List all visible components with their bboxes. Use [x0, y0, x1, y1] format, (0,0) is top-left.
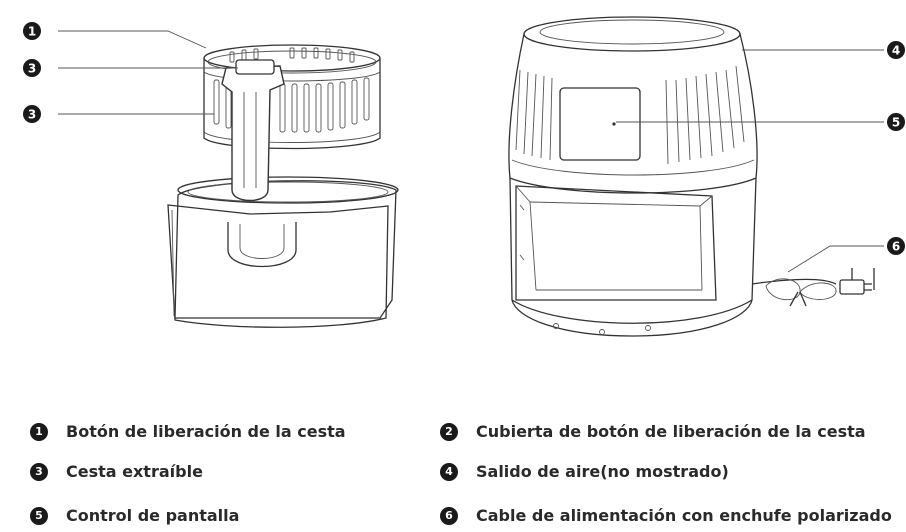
legend-item-6: 6 Cable de alimentación con enchufe pola…	[440, 506, 892, 525]
callout-badge-right-1: 4	[887, 41, 905, 59]
legend-item-1: 1 Botón de liberación de la cesta	[30, 422, 346, 441]
legend-item-3: 3 Cesta extraíble	[30, 462, 203, 481]
legend-label: Cubierta de botón de liberación de la ce…	[476, 422, 866, 441]
callout-badge-right-2: 5	[887, 113, 905, 131]
callout-badge-left-2: 3	[23, 59, 41, 77]
legend-label: Salido de aire(no mostrado)	[476, 462, 729, 481]
legend-number-badge: 2	[440, 422, 458, 441]
basket-and-drawer-illustration	[167, 44, 399, 328]
callout-badge-left-1: 1	[23, 22, 41, 40]
legend-label: Cable de alimentación con enchufe polari…	[476, 506, 892, 525]
svg-text:6: 6	[892, 240, 900, 254]
callout-badge-right-3: 6	[887, 237, 905, 255]
svg-text:5: 5	[892, 116, 900, 130]
legend-item-4: 4 Salido de aire(no mostrado)	[440, 462, 729, 481]
legend-item-2: 2 Cubierta de botón de liberación de la …	[440, 422, 866, 441]
legend-number-badge: 6	[440, 506, 458, 525]
svg-text:4: 4	[892, 44, 900, 58]
air-fryer-unit-illustration	[508, 16, 875, 337]
legend-number-badge: 3	[30, 462, 48, 481]
legend-number-badge: 1	[30, 422, 48, 441]
svg-text:3: 3	[28, 62, 36, 76]
legend-item-5: 5 Control de pantalla	[30, 506, 239, 525]
legend-number-badge: 5	[30, 506, 48, 525]
legend-label: Control de pantalla	[66, 506, 240, 525]
leader-lines	[58, 30, 884, 273]
svg-text:3: 3	[28, 108, 36, 122]
legend-label: Botón de liberación de la cesta	[66, 422, 346, 441]
callout-badge-left-3: 3	[23, 105, 41, 123]
svg-text:1: 1	[28, 25, 36, 39]
legend-number-badge: 4	[440, 462, 458, 481]
legend-label: Cesta extraíble	[66, 462, 203, 481]
